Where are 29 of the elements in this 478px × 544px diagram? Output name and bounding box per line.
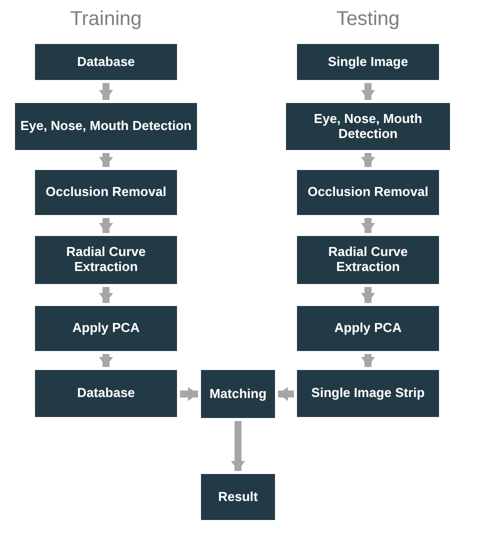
process-box: Eye, Nose, Mouth Detection (15, 103, 197, 150)
process-box: Radial Curve Extraction (35, 236, 177, 284)
process-box: Apply PCA (35, 306, 177, 351)
arrow (361, 287, 375, 303)
arrow (99, 153, 113, 167)
column-title: Testing (336, 7, 400, 32)
arrow (99, 354, 113, 367)
process-box: Eye, Nose, Mouth Detection (286, 103, 450, 150)
process-box: Occlusion Removal (35, 170, 177, 215)
process-box: Occlusion Removal (297, 170, 439, 215)
process-box: Result (201, 474, 275, 520)
arrow (99, 218, 113, 233)
process-box: Single Image Strip (297, 370, 439, 417)
arrow (361, 153, 375, 167)
arrow (231, 421, 245, 471)
arrow (278, 387, 294, 401)
process-box: Single Image (297, 44, 439, 80)
process-box: Matching (201, 370, 275, 418)
column-title: Training (70, 7, 142, 32)
arrow (361, 354, 375, 367)
process-box: Apply PCA (297, 306, 439, 351)
process-box: Radial Curve Extraction (297, 236, 439, 284)
process-box: Database (35, 44, 177, 80)
arrow (99, 83, 113, 100)
arrow (361, 218, 375, 233)
process-box: Database (35, 370, 177, 417)
arrow (361, 83, 375, 100)
arrow (99, 287, 113, 303)
arrow (180, 387, 198, 401)
